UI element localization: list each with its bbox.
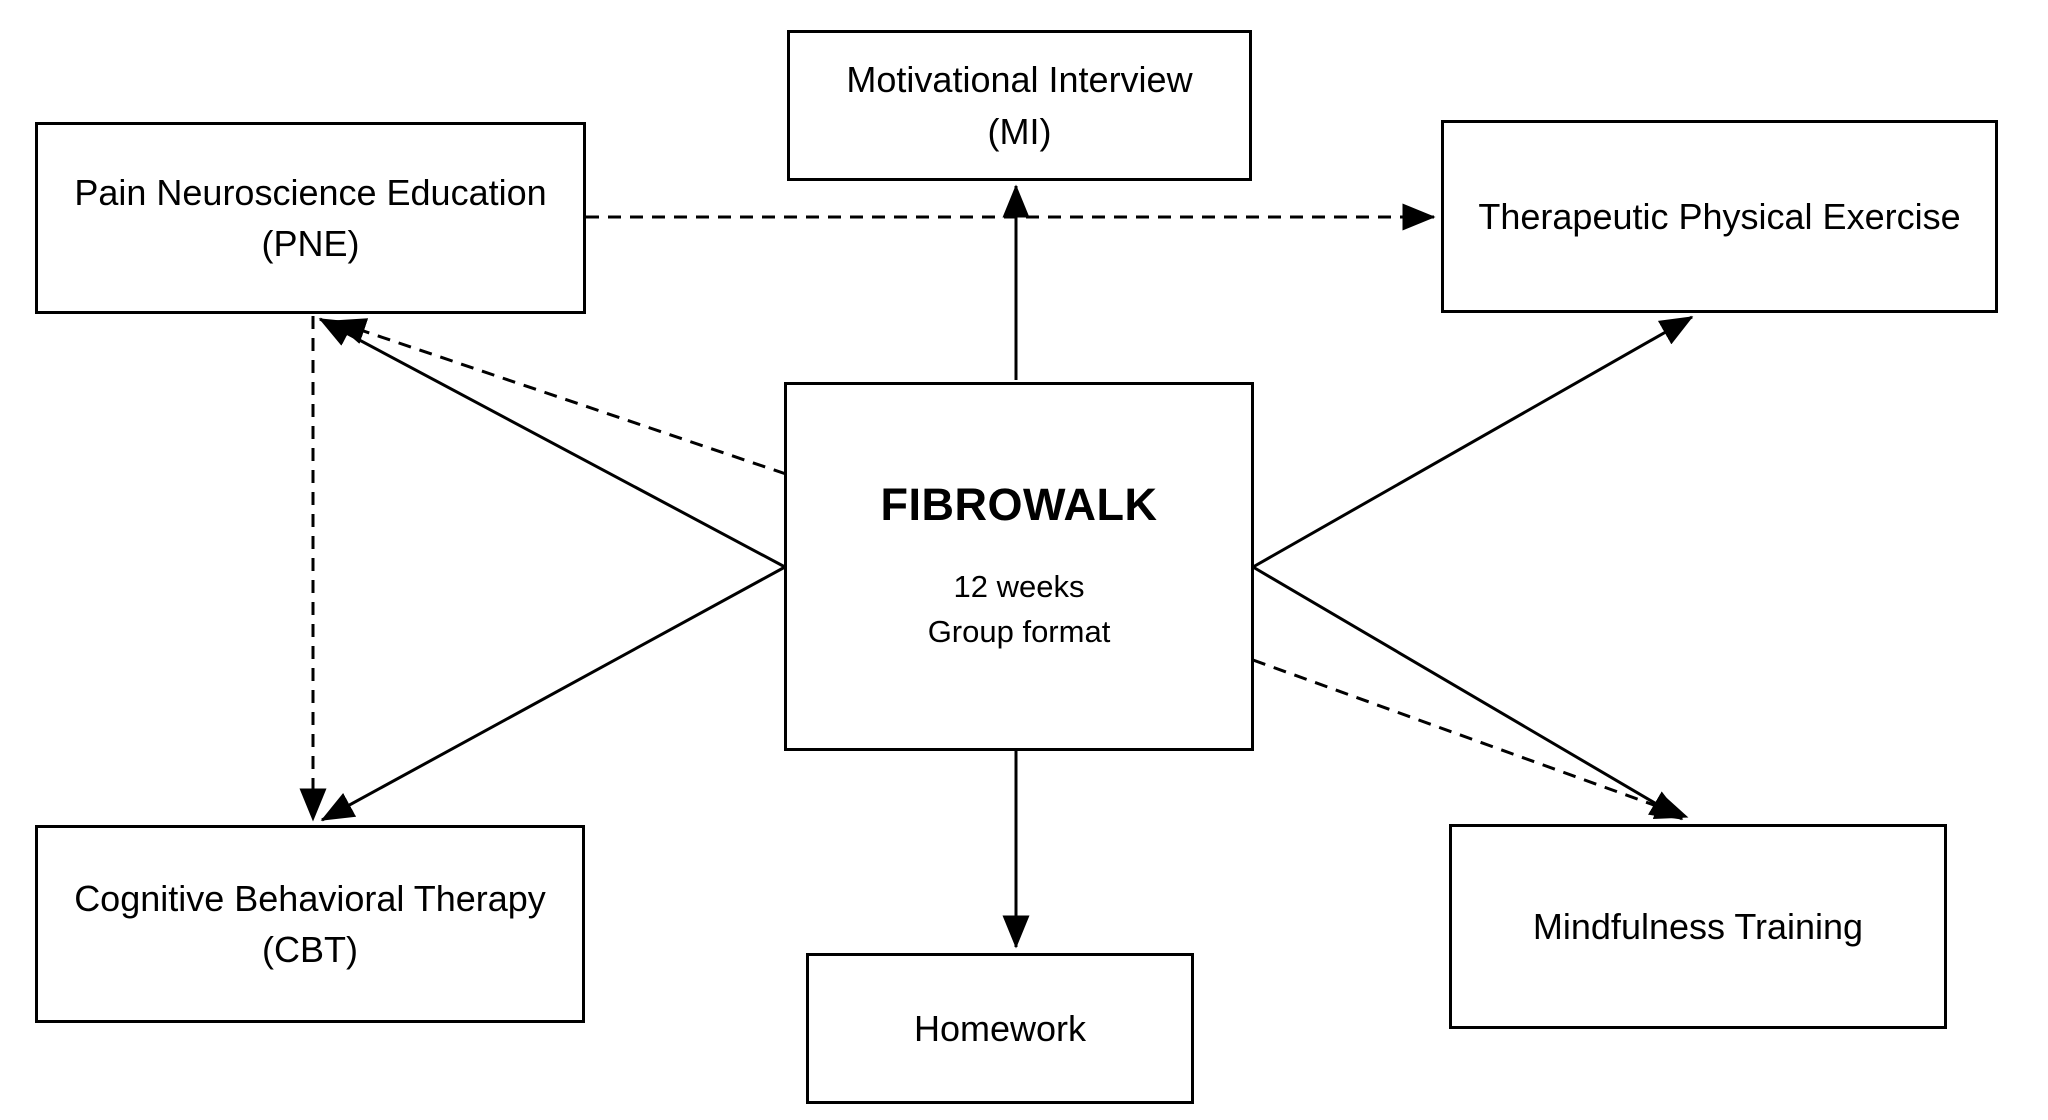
node-mindfulness-training: Mindfulness Training xyxy=(1449,824,1947,1029)
arrow-fibrowalk-to-tpe-solid xyxy=(1252,315,1694,569)
cognitive-behavioral-therapy-label: Cognitive Behavioral Therapy xyxy=(74,877,546,919)
arrow-fibrowalk-to-cbt-solid xyxy=(320,565,786,822)
fibrowalk-format: Group format xyxy=(927,613,1111,649)
node-pain-neuroscience-education: Pain Neuroscience Education (PNE) xyxy=(35,122,586,314)
fibrowalk-title: FIBROWALK xyxy=(880,478,1158,530)
homework-label: Homework xyxy=(913,1007,1087,1049)
cognitive-behavioral-therapy-abbr: (CBT) xyxy=(262,929,358,970)
arrow-fibrowalk-to-pne-dashed xyxy=(332,318,787,476)
mindfulness-training-label: Mindfulness Training xyxy=(1532,905,1864,947)
pain-neuroscience-education-label: Pain Neuroscience Education xyxy=(74,171,547,213)
pain-neuroscience-education-abbr: (PNE) xyxy=(261,223,360,264)
node-homework: Homework xyxy=(806,953,1194,1104)
node-cognitive-behavioral-therapy: Cognitive Behavioral Therapy (CBT) xyxy=(35,825,585,1023)
motivational-interview-label: Motivational Interview xyxy=(846,59,1193,101)
arrow-fibrowalk-to-pne-solid xyxy=(318,317,786,569)
motivational-interview-abbr: (MI) xyxy=(987,110,1052,152)
arrow-fibrowalk-to-mindfulness-dashed xyxy=(1252,658,1689,819)
node-motivational-interview: Motivational Interview (MI) xyxy=(787,30,1252,181)
therapeutic-physical-exercise-label: Therapeutic Physical Exercise xyxy=(1478,195,1961,237)
fibrowalk-duration: 12 weeks xyxy=(953,568,1085,604)
arrow-fibrowalk-to-mindfulness-solid xyxy=(1252,565,1684,821)
node-fibrowalk: FIBROWALK 12 weeks Group format xyxy=(784,382,1254,751)
node-therapeutic-physical-exercise: Therapeutic Physical Exercise xyxy=(1441,120,1998,313)
